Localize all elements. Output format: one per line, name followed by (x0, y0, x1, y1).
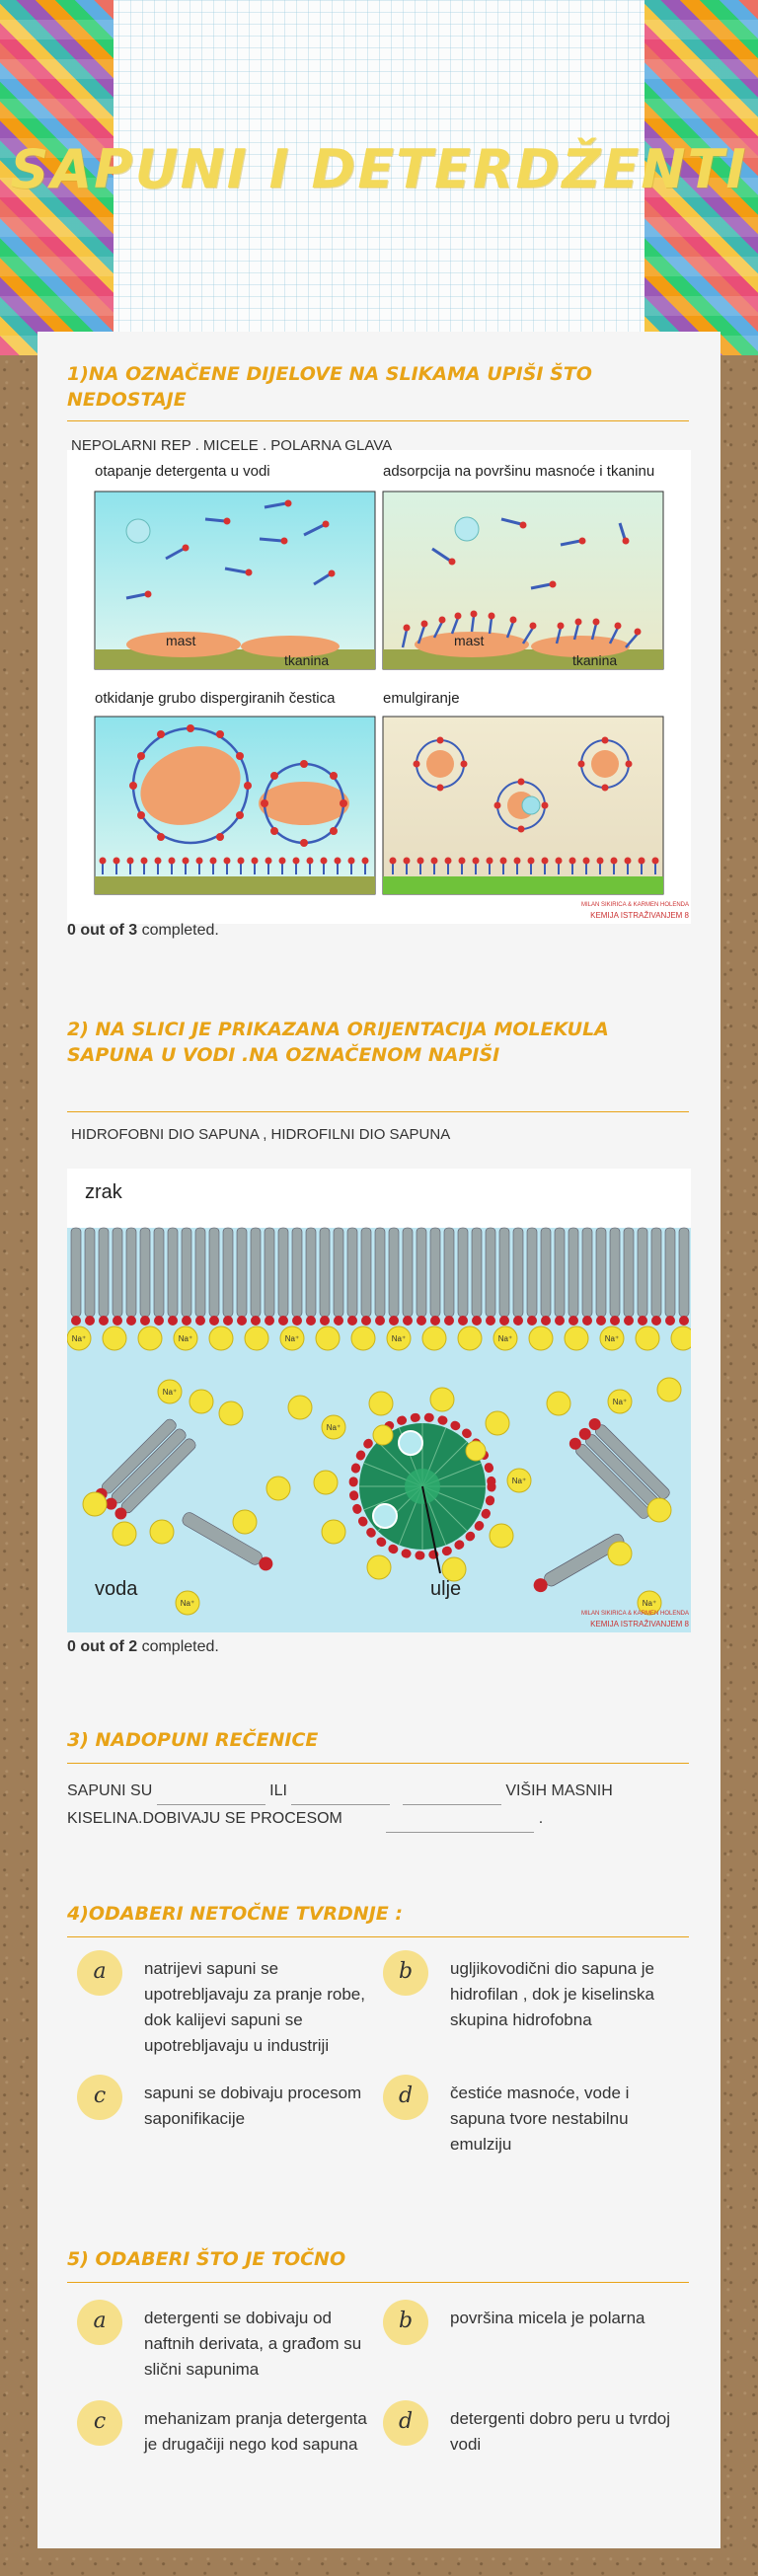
option-text: ugljikovodični dio sapuna je hidrofilan … (450, 1959, 654, 2029)
na-ion-label: Na⁺ (327, 1423, 341, 1432)
figure-credit-book: KEMIJA ISTRAŽIVANJEM 8 (590, 911, 689, 920)
sentence-part: . (538, 1810, 544, 1827)
section-4-heading: 4)ODABERI NETOČNE TVRDNJE : (67, 1903, 403, 1925)
label-ulje: ulje (430, 1578, 461, 1600)
option-text: detergenti se dobivaju od naftnih deriva… (144, 2309, 362, 2379)
progress-count: 0 out of 3 (67, 922, 138, 939)
section-3: 3) NADOPUNI REČENICE SAPUNI SU ILI VIŠIH… (67, 1727, 689, 1833)
panel-1-caption: otapanje detergenta u vodi (95, 463, 270, 480)
figure-credit-authors: MILAN SIKIRICA & KARMEN HOLENDA (581, 1611, 689, 1617)
option-badge: d (383, 2400, 428, 2446)
na-ion-label: Na⁺ (285, 1334, 299, 1343)
option-text: mehanizam pranja detergenta je drugačiji… (144, 2409, 367, 2454)
panel-2-label-tkanina: tkanina (572, 652, 617, 668)
micelle-figure[interactable]: zrak (66, 1169, 696, 1632)
blank-input-2[interactable] (291, 1789, 391, 1805)
progress-label: completed. (141, 1638, 219, 1655)
option-badge: a (77, 1950, 122, 1996)
section-5-heading: 5) ODABERI ŠTO JE TOČNO (67, 2248, 346, 2270)
page-title: SAPUNI I DETERDŽENTI (10, 138, 748, 200)
divider (67, 1763, 689, 1764)
option-badge: c (77, 2400, 122, 2446)
section-1-heading: 1)NA OZNAČENE DIJELOVE NA SLIKAMA UPIŠI … (67, 363, 592, 411)
fill-in-sentence: SAPUNI SU ILI VIŠIH MASNIH KISELINA.DOBI… (67, 1778, 689, 1833)
blank-input-1[interactable] (156, 1789, 265, 1805)
label-zrak: zrak (85, 1181, 123, 1203)
option-text: sapuni se dobivaju procesom saponifikaci… (144, 2084, 362, 2128)
blank-input-4[interactable] (386, 1817, 535, 1833)
sentence-part: SAPUNI SU (67, 1782, 153, 1799)
section-1: 1)NA OZNAČENE DIJELOVE NA SLIKAMA UPIŠI … (67, 361, 689, 454)
section-1-progress: 0 out of 3 completed. (67, 922, 689, 940)
option-text: čestiće masnoće, vode i sapuna tvore nes… (450, 2084, 630, 2154)
na-ion-label: Na⁺ (498, 1334, 512, 1343)
figure-credit-authors: MILAN SIKIRICA & KARMEN HOLENDA (581, 902, 689, 908)
detergent-figure[interactable]: otapanje detergenta u vodi adsorpcija na… (67, 450, 691, 924)
na-ion-label: Na⁺ (613, 1398, 627, 1406)
blank-input-3[interactable] (402, 1789, 501, 1805)
divider (67, 1936, 689, 1937)
option-text: detergenti dobro peru u tvrdoj vodi (450, 2409, 671, 2454)
na-ion-label: Na⁺ (605, 1334, 619, 1343)
section-2: 2) NA SLICI JE PRIKAZANA ORIJENTACIJA MO… (67, 1017, 689, 1143)
label-voda: voda (95, 1578, 138, 1600)
divider (67, 2282, 689, 2283)
section-5: 5) ODABERI ŠTO JE TOČNO (67, 2246, 689, 2283)
option-badge: d (383, 2075, 428, 2120)
micelle-illustration: zrak (66, 1169, 696, 1632)
section-4: 4)ODABERI NETOČNE TVRDNJE : (67, 1901, 689, 1937)
panel-1-label-mast: mast (166, 633, 195, 648)
section-2-heading: 2) NA SLICI JE PRIKAZANA ORIJENTACIJA MO… (67, 1019, 609, 1066)
panel-2-label-mast: mast (454, 633, 484, 648)
content-card: 1)NA OZNAČENE DIJELOVE NA SLIKAMA UPIŠI … (38, 332, 720, 2548)
header-banner: SAPUNI I DETERDŽENTI (0, 0, 758, 355)
sentence-part: VIŠIH MASNIH (505, 1782, 613, 1799)
na-ion-label: Na⁺ (392, 1334, 406, 1343)
na-ion-label: Na⁺ (163, 1388, 177, 1397)
na-ion-label: Na⁺ (72, 1334, 86, 1343)
chevron-pattern-right (644, 0, 758, 355)
option-badge: c (77, 2075, 122, 2120)
na-ion-label: Na⁺ (181, 1599, 194, 1608)
section-2-progress: 0 out of 2 completed. (67, 1638, 689, 1656)
panel-3-caption: otkidanje grubo dispergiranih čestica (95, 690, 336, 707)
option-badge: a (77, 2300, 122, 2345)
detergent-illustration: otapanje detergenta u vodi adsorpcija na… (94, 463, 690, 920)
na-ion-label: Na⁺ (179, 1334, 192, 1343)
divider (67, 420, 689, 421)
option-badge: b (383, 2300, 428, 2345)
sentence-part: ILI (269, 1782, 287, 1799)
option-text: natrijevi sapuni se upotrebljavaju za pr… (144, 1959, 365, 2055)
section-1-word-bank: NEPOLARNI REP , MICELE , POLARNA GLAVA (71, 437, 393, 454)
progress-count: 0 out of 2 (67, 1638, 138, 1655)
option-text: površina micela je polarna (450, 2309, 645, 2327)
panel-1-label-tkanina: tkanina (284, 652, 329, 668)
na-ion-label: Na⁺ (512, 1477, 526, 1485)
divider (67, 1111, 689, 1112)
chevron-pattern-left (0, 0, 114, 355)
section-2-word-bank: HIDROFOBNI DIO SAPUNA , HIDROFILNI DIO S… (71, 1126, 451, 1143)
panel-4-caption: emulgiranje (383, 690, 460, 707)
sentence-part: KISELINA.DOBIVAJU SE PROCESOM (67, 1810, 342, 1827)
section-3-heading: 3) NADOPUNI REČENICE (67, 1729, 319, 1751)
na-ion-label: Na⁺ (643, 1599, 656, 1608)
panel-2-caption: adsorpcija na površinu masnoće i tkaninu (383, 463, 654, 480)
figure-credit-book: KEMIJA ISTRAŽIVANJEM 8 (590, 1620, 689, 1629)
option-badge: b (383, 1950, 428, 1996)
progress-label: completed. (141, 922, 219, 939)
